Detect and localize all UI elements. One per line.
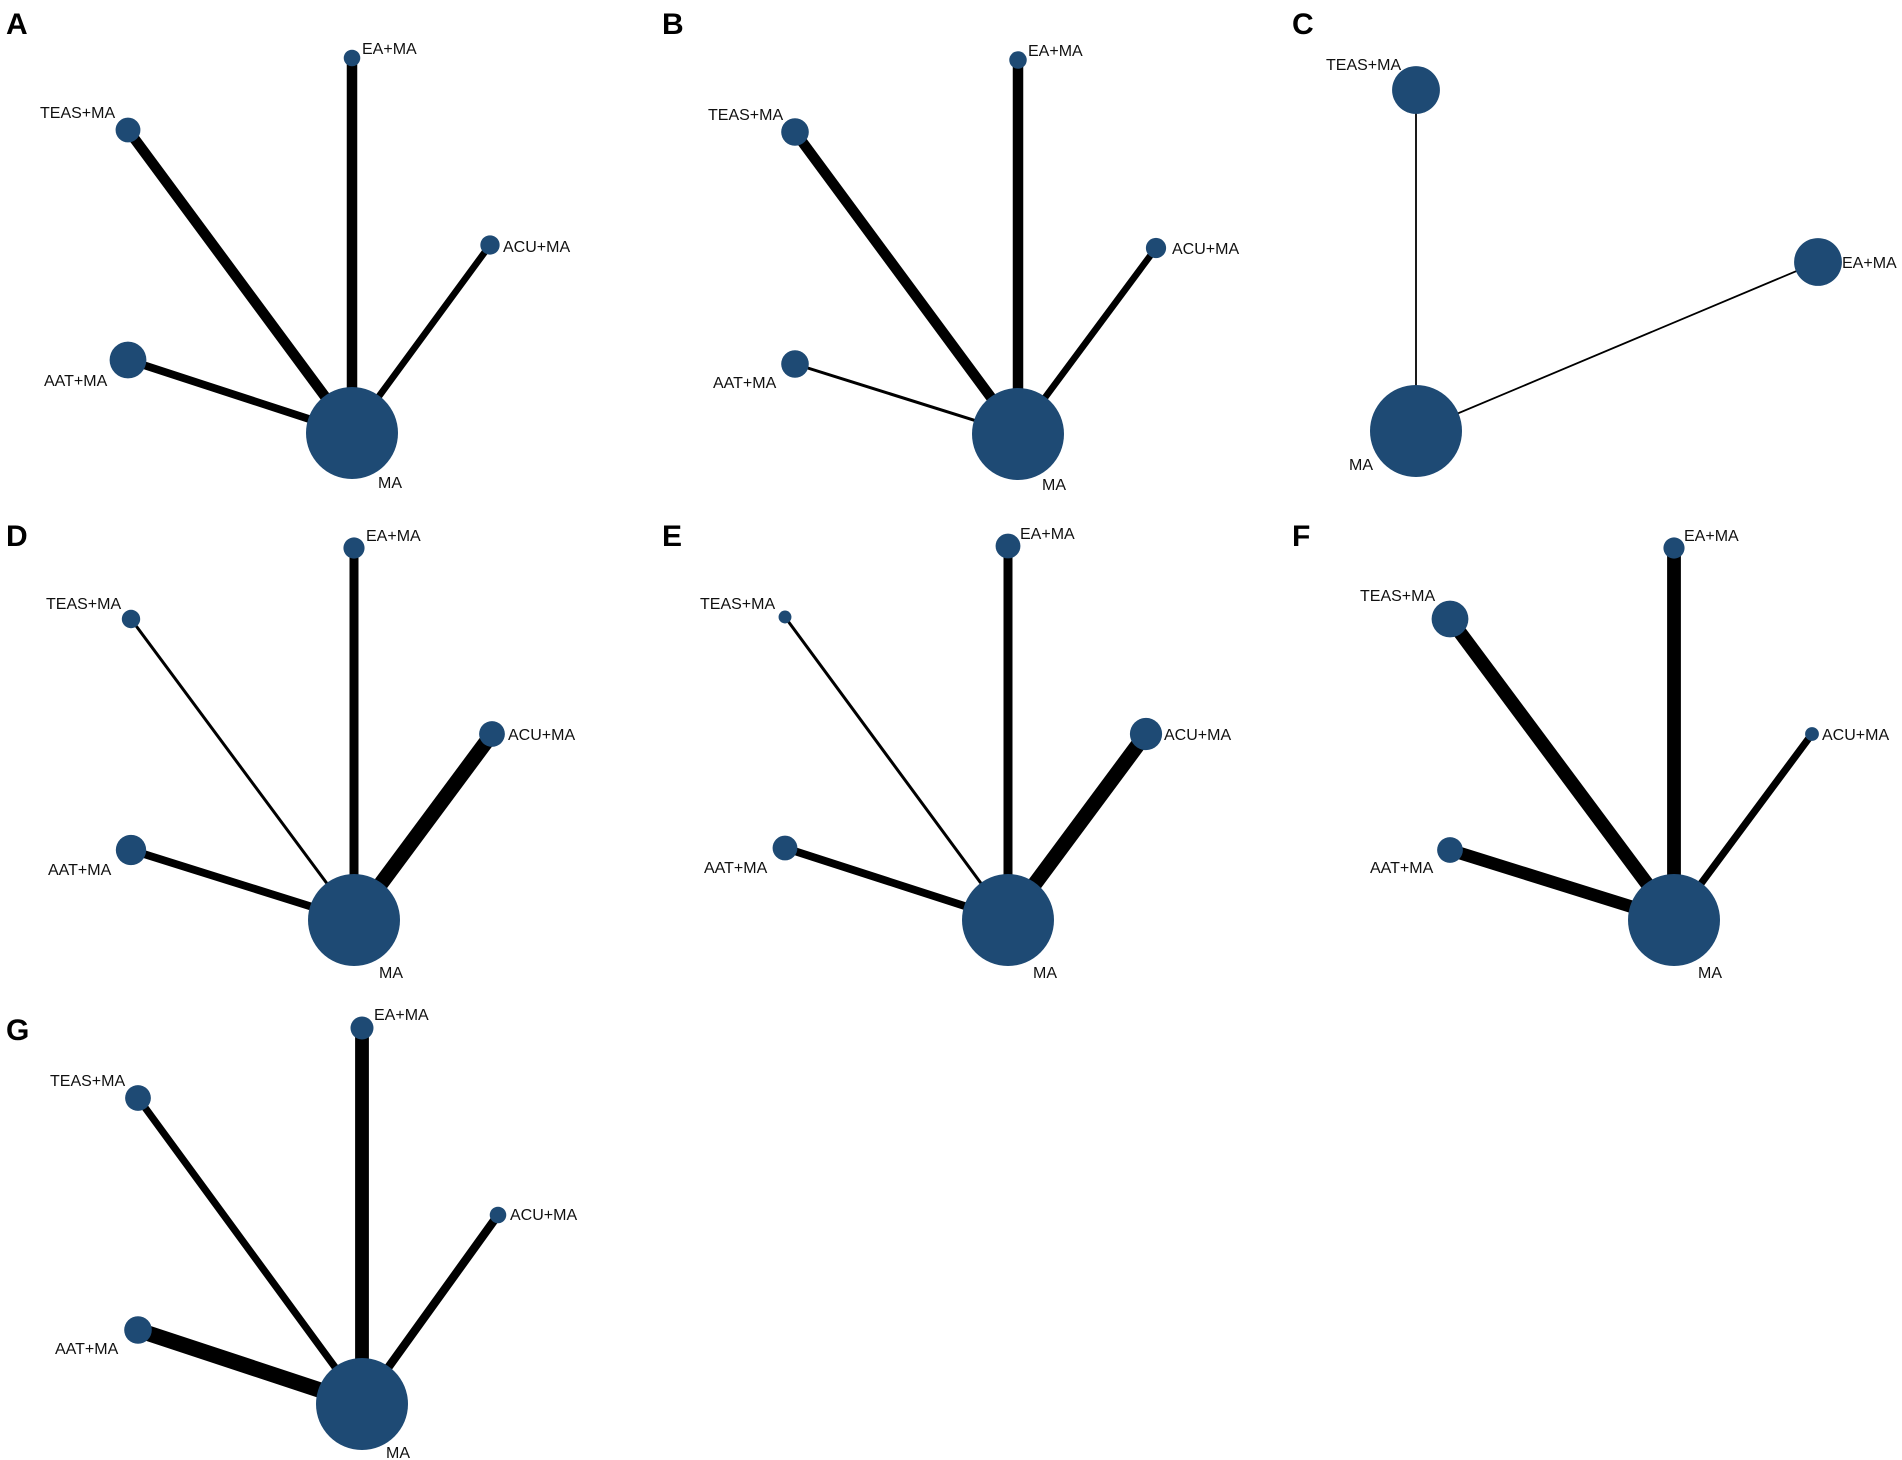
node-label-ea: EA+MA	[1028, 43, 1083, 60]
panel-e: E MA EA+MA TEAS+MA ACU+MA AAT+MA	[662, 520, 1231, 982]
node-label-aat: AAT+MA	[55, 1341, 119, 1358]
panel-letter: E	[662, 520, 682, 553]
node-acu	[1145, 237, 1167, 259]
node-label-acu: ACU+MA	[508, 727, 575, 744]
node-label-ea: EA+MA	[362, 41, 417, 58]
node-label-ma: MA	[379, 965, 403, 982]
node-acu	[480, 235, 500, 255]
panel-a: A MA EA+MA TEAS+MA ACU+MA AAT+MA	[6, 8, 570, 492]
node-ea	[995, 533, 1021, 559]
panel-letter: B	[662, 8, 684, 41]
node-label-teas: TEAS+MA	[46, 596, 121, 613]
panel-c: C MA TEAS+MA EA+MA	[1292, 8, 1897, 477]
node-aat	[109, 341, 147, 379]
node-aat	[115, 834, 147, 866]
node-label-ma: MA	[1698, 965, 1722, 982]
node-ea	[343, 537, 365, 559]
node-label-aat: AAT+MA	[48, 862, 112, 879]
node-aat	[781, 350, 809, 378]
panel-letter: G	[6, 1014, 29, 1047]
node-label-teas: TEAS+MA	[40, 105, 115, 122]
node-aat	[772, 835, 798, 861]
node-label-ea: EA+MA	[366, 528, 421, 545]
node-ea	[343, 49, 361, 67]
node-teas	[125, 1085, 151, 1111]
node-label-ma: MA	[386, 1445, 410, 1460]
node-label-aat: AAT+MA	[713, 375, 777, 392]
edge-ma-teas	[783, 616, 1010, 921]
node-label-aat: AAT+MA	[44, 373, 108, 390]
node-ea	[1794, 238, 1842, 286]
panel-letter: A	[6, 8, 28, 41]
node-label-teas: TEAS+MA	[50, 1073, 125, 1090]
node-ma	[308, 874, 400, 966]
node-ma	[306, 387, 398, 479]
edge-ma-teas	[123, 126, 357, 437]
edge-ma-ea	[1415, 261, 1819, 432]
node-teas	[781, 118, 809, 146]
node-acu	[479, 721, 505, 747]
node-ea	[350, 1016, 374, 1040]
node-aat	[1437, 837, 1463, 863]
edge-ma-teas	[129, 618, 356, 921]
node-ea	[1009, 51, 1027, 69]
node-label-acu: ACU+MA	[503, 239, 570, 256]
node-acu	[489, 1206, 507, 1224]
node-label-teas: TEAS+MA	[1360, 588, 1435, 605]
panel-b: B MA EA+MA TEAS+MA ACU+MA AAT+MA	[662, 8, 1239, 494]
node-label-teas: TEAS+MA	[708, 107, 783, 124]
node-label-ea: EA+MA	[1842, 255, 1897, 272]
panel-letter: F	[1292, 520, 1310, 553]
node-label-acu: ACU+MA	[1822, 727, 1889, 744]
node-label-ma: MA	[1033, 965, 1057, 982]
node-label-ma: MA	[1042, 477, 1066, 494]
panel-letter: C	[1292, 8, 1314, 41]
node-teas	[1431, 600, 1469, 638]
node-label-aat: AAT+MA	[704, 860, 768, 877]
node-label-aat: AAT+MA	[1370, 860, 1434, 877]
node-ma	[962, 874, 1054, 966]
node-label-acu: ACU+MA	[510, 1207, 577, 1224]
node-label-ma: MA	[1349, 457, 1373, 474]
node-label-ea: EA+MA	[1684, 528, 1739, 545]
node-teas	[121, 609, 141, 629]
panel-g: G MA EA+MA TEAS+MA ACU+MA AAT+MA	[6, 1007, 577, 1460]
node-ma	[972, 388, 1064, 480]
node-aat	[124, 1316, 152, 1344]
node-teas	[1392, 66, 1440, 114]
node-label-ea: EA+MA	[374, 1007, 429, 1024]
node-ma	[1370, 385, 1462, 477]
panel-f: F MA EA+MA TEAS+MA ACU+MA AAT+MA	[1292, 520, 1889, 982]
node-ma	[316, 1358, 408, 1450]
node-label-teas: TEAS+MA	[1326, 57, 1401, 74]
edge-ma-teas	[790, 128, 1023, 438]
node-ma	[1628, 874, 1720, 966]
panel-letter: D	[6, 520, 28, 553]
node-teas	[778, 610, 792, 624]
edge-ma-teas	[135, 1095, 365, 1407]
node-label-ea: EA+MA	[1020, 526, 1075, 543]
edge-ma-teas	[1444, 614, 1680, 925]
panel-d: D MA EA+MA TEAS+MA ACU+MA AAT+MA	[6, 520, 575, 982]
node-ea	[1663, 537, 1685, 559]
node-label-ma: MA	[378, 475, 402, 492]
node-acu	[1805, 727, 1819, 741]
node-label-teas: TEAS+MA	[700, 596, 775, 613]
node-label-acu: ACU+MA	[1172, 241, 1239, 258]
node-label-acu: ACU+MA	[1164, 727, 1231, 744]
node-teas	[115, 117, 141, 143]
node-acu	[1129, 717, 1163, 751]
